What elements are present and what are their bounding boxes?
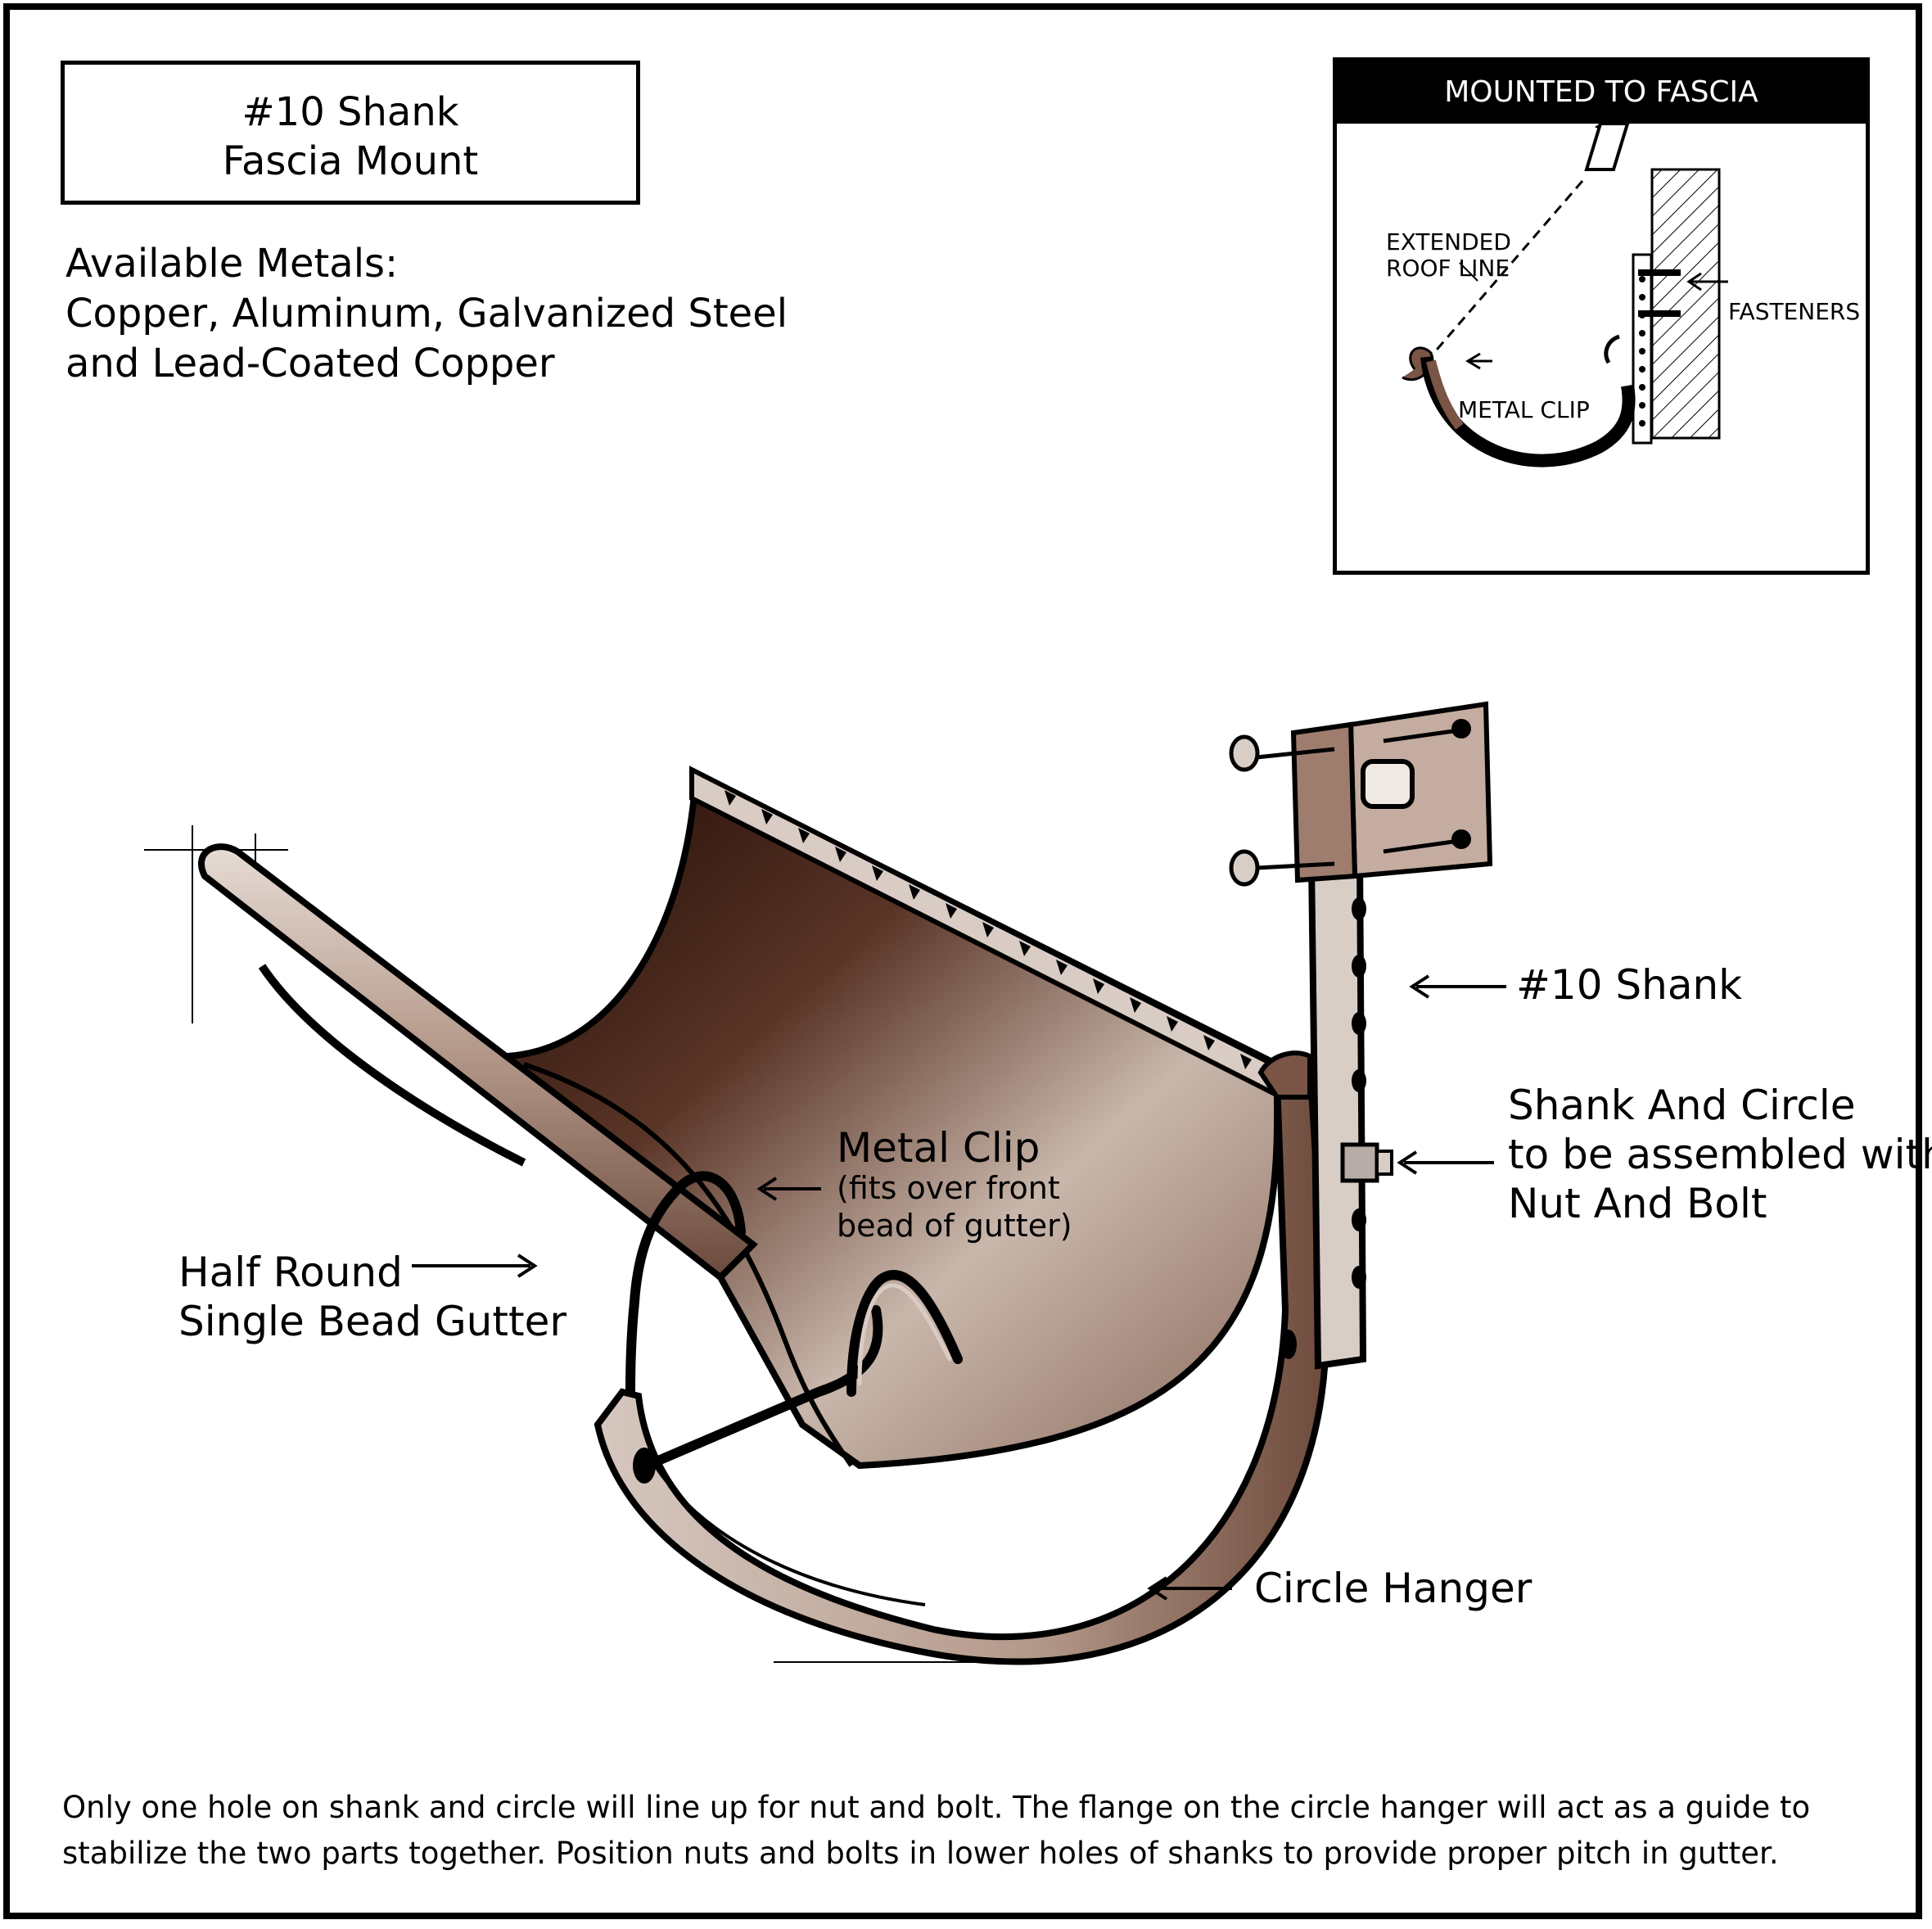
nut-and-bolt: [1340, 1142, 1393, 1183]
label-assembly-1: Shank And Circle: [1508, 1082, 1856, 1129]
metal-clip: [625, 1171, 963, 1470]
installation-note: Only one hole on shank and circle will l…: [62, 1785, 1880, 1877]
screws: [1229, 729, 1454, 887]
note-line-2: stabilize the two parts together. Positi…: [62, 1836, 1779, 1871]
label-shank: #10 Shank: [1516, 961, 1743, 1009]
inset-label-metal-clip: METAL CLIP: [1458, 396, 1590, 423]
available-metals: Available Metals: Copper, Aluminum, Galv…: [65, 239, 788, 389]
note-line-1: Only one hole on shank and circle will l…: [62, 1790, 1811, 1825]
inset-label-fasteners: FASTENERS: [1728, 298, 1861, 325]
title-line-1: #10 Shank: [242, 89, 459, 135]
front-bead-tube: [198, 843, 759, 1282]
label-arrows: [412, 974, 1506, 1601]
page-border: [3, 3, 1922, 1919]
hanger-flange: [1257, 1050, 1312, 1100]
metals-line-3: and Lead-Coated Copper: [65, 341, 555, 386]
inset-label-roof-1: EXTENDED: [1386, 228, 1511, 255]
label-assembly-2: to be assembled with: [1508, 1131, 1932, 1178]
title-line-2: Fascia Mount: [222, 138, 479, 184]
label-metal-clip: Metal Clip: [837, 1124, 1040, 1172]
label-assembly-3: Nut And Bolt: [1508, 1180, 1767, 1227]
inset-mounted-to-fascia: MOUNTED TO FASCIA: [1333, 57, 1870, 575]
extended-roof-line: [1425, 180, 1584, 362]
label-metal-clip-note-2: bead of gutter): [837, 1208, 1072, 1244]
label-metal-clip-note-1: (fits over front: [837, 1170, 1060, 1206]
label-circle-hanger: Circle Hanger: [1254, 1565, 1533, 1612]
metals-line-2: Copper, Aluminum, Galvanized Steel: [65, 291, 788, 337]
roof-board: [1584, 124, 1630, 171]
title-box: #10 Shank Fascia Mount: [61, 61, 640, 205]
fascia-bracket: [1290, 701, 1493, 883]
half-round-gutter: [500, 766, 1280, 1470]
inset-heading: MOUNTED TO FASCIA: [1337, 61, 1866, 124]
inset-fasteners: [1638, 269, 1681, 317]
metal-clip-inner: [857, 1283, 952, 1386]
inset-drawing: [1402, 124, 1728, 468]
inset-label-roof-2: ROOF LINE: [1386, 255, 1510, 282]
label-gutter-1: Half Round: [178, 1249, 403, 1296]
metals-line-1: Available Metals:: [65, 241, 399, 287]
label-gutter-2: Single Bead Gutter: [178, 1298, 567, 1345]
fascia-board: [1650, 168, 1721, 440]
roof-line-pointer: [1459, 262, 1478, 282]
